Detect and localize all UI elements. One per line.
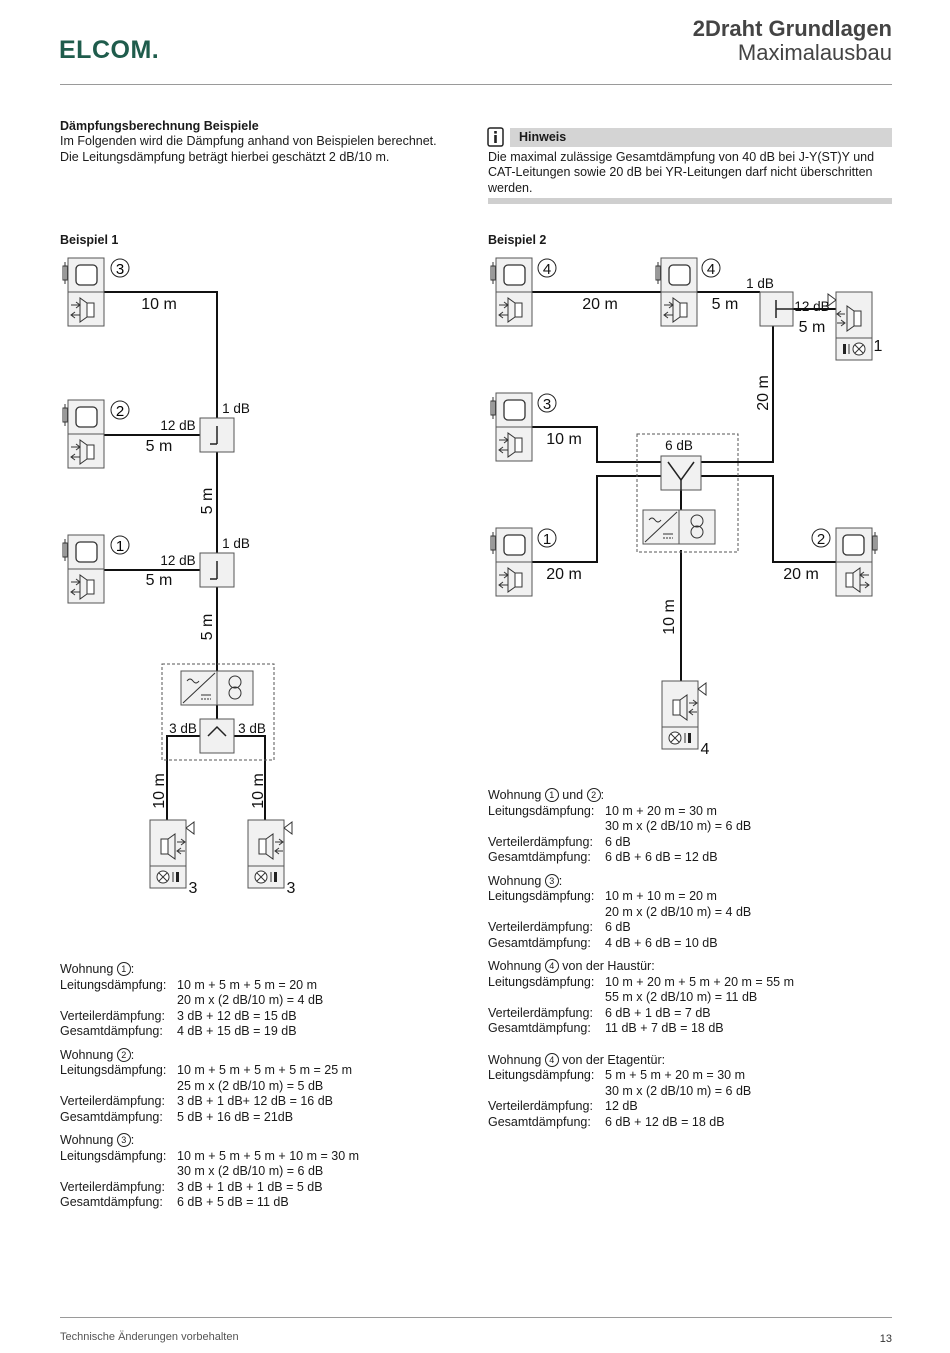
page-title: 2Draht Grundlagen	[692, 16, 892, 41]
ex2-len-20b: 20 m	[546, 566, 582, 583]
ex1-vlen-5a: 5 m	[199, 488, 216, 515]
number-circle: 1	[116, 962, 131, 976]
calc-right: Wohnung 1 und 2: Leitungsdämpfung:10 m +…	[488, 788, 794, 1130]
header-divider	[60, 84, 892, 85]
ex2-n4a: 4	[543, 261, 551, 278]
wiring-diagrams: 3 2 1 10 m 5 m 5 m 5 m 5 m 10 m 10 m 3 3…	[62, 257, 883, 897]
number-circle: 4	[544, 959, 559, 973]
example1-title: Beispiel 1	[60, 233, 119, 247]
calc-title: Wohnung 1 und 2:	[488, 788, 605, 802]
hinweis-label: Hinweis	[519, 130, 567, 144]
calc-title: Wohnung 4 von der Haustür:	[488, 959, 655, 973]
number-circle: 2	[586, 788, 601, 802]
calc-block: Wohnung 1 und 2: Leitungsdämpfung:10 m +…	[488, 788, 794, 866]
intro-block: Dämpfungsberechnung Beispiele Im Folgend…	[60, 119, 437, 165]
calc-block: Wohnung 3: Leitungsdämpfung:10 m + 5 m +…	[60, 1133, 360, 1209]
number-circle: 1	[544, 788, 559, 802]
footer-note: Technische Änderungen vorbehalten	[60, 1331, 239, 1343]
ex2-vlen-10: 10 m	[661, 599, 678, 635]
calc-title: Wohnung 1:	[60, 962, 135, 976]
ex1-db-1b: 1 dB	[222, 536, 250, 551]
footer-divider	[60, 1317, 892, 1318]
ex1-vlen-5b: 5 m	[199, 614, 216, 641]
ex2-n3: 3	[543, 396, 551, 413]
ex2-len-10: 10 m	[546, 431, 582, 448]
ex2-len-20c: 20 m	[783, 566, 819, 583]
ex2-out-bottom: 4	[701, 741, 710, 758]
ex1-len-top: 10 m	[141, 296, 177, 313]
ex1-n1: 1	[116, 538, 124, 555]
ex2-len-20a: 20 m	[582, 296, 618, 313]
example1-diagram: 3 2 1 10 m 5 m 5 m 5 m 5 m 10 m 10 m 3 3…	[62, 257, 296, 897]
ex2-len-5a: 5 m	[712, 296, 739, 313]
ex1-vlen-10l: 10 m	[151, 773, 168, 809]
ex2-n1: 1	[543, 531, 551, 548]
ex2-vlen-20: 20 m	[755, 375, 772, 411]
ex1-db-12a: 12 dB	[160, 418, 195, 433]
ex2-n4b: 4	[707, 261, 715, 278]
hinweis-underline	[488, 198, 892, 204]
calc-left: Wohnung 1: Leitungsdämpfung:10 m + 5 m +…	[60, 962, 359, 1211]
elcom-logo: ELCOM.	[59, 36, 160, 64]
hinweis-text: Die maximal zulässige Gesamtdämpfung von…	[488, 150, 875, 195]
ex1-out-r: 3	[287, 880, 296, 897]
calc-block: Wohnung 4 von der Etagentür: Leitungsdäm…	[488, 1052, 794, 1131]
number-circle: 2	[116, 1047, 131, 1062]
info-icon	[487, 127, 504, 147]
page-number: 13	[879, 1333, 892, 1345]
number-circle: 4	[544, 1052, 559, 1067]
intro-heading: Dämpfungsberechnung Beispiele	[60, 119, 259, 133]
ex1-vlen-10r: 10 m	[250, 773, 267, 809]
ex1-db-1a: 1 dB	[222, 401, 250, 416]
example2-title: Beispiel 2	[488, 233, 547, 247]
calc-block: Wohnung 1: Leitungsdämpfung:10 m + 5 m +…	[60, 962, 359, 1040]
page-subtitle: Maximalausbau	[737, 40, 892, 65]
example2-diagram: 4 4 3 1 2 20 m 5 m 5 m 1 20 m 10 m 20 m …	[490, 257, 883, 758]
number-circle: 3	[116, 1133, 131, 1147]
ex2-db-12: 12 dB	[794, 299, 829, 314]
ex2-out-top: 1	[874, 338, 883, 355]
intro-line-1: Im Folgenden wird die Dämpfung anhand vo…	[60, 134, 437, 149]
calc-title: Wohnung 3:	[60, 1133, 135, 1147]
ex1-n2: 2	[116, 403, 124, 420]
ex1-n3: 3	[116, 261, 124, 278]
ex1-db-12b: 12 dB	[160, 553, 195, 568]
ex1-db-3r: 3 dB	[238, 721, 266, 736]
ex2-len-5b: 5 m	[799, 319, 826, 336]
ex2-n2: 2	[817, 531, 825, 548]
calc-block: Wohnung 4 von der Haustür: Leitungsdämpf…	[488, 959, 794, 1035]
ex1-len-5a: 5 m	[146, 438, 173, 455]
ex1-db-3l: 3 dB	[169, 721, 197, 736]
number-circle: 3	[544, 873, 559, 888]
ex2-db-6: 6 dB	[665, 438, 693, 453]
calc-title: Wohnung 3:	[488, 873, 563, 888]
calc-block: Wohnung 3: Leitungsdämpfung:10 m + 10 m …	[488, 873, 794, 952]
ex1-len-5b: 5 m	[146, 572, 173, 589]
intro-line-2: Die Leitungsdämpfung beträgt hierbei ges…	[60, 149, 390, 164]
ex1-out-l: 3	[189, 880, 198, 897]
calc-block: Wohnung 2: Leitungsdämpfung:10 m + 5 m +…	[60, 1047, 359, 1126]
hinweis-bar	[510, 128, 892, 147]
calc-title: Wohnung 2:	[60, 1047, 135, 1062]
calc-title: Wohnung 4 von der Etagentür:	[488, 1052, 666, 1067]
ex2-db-1: 1 dB	[746, 276, 774, 291]
